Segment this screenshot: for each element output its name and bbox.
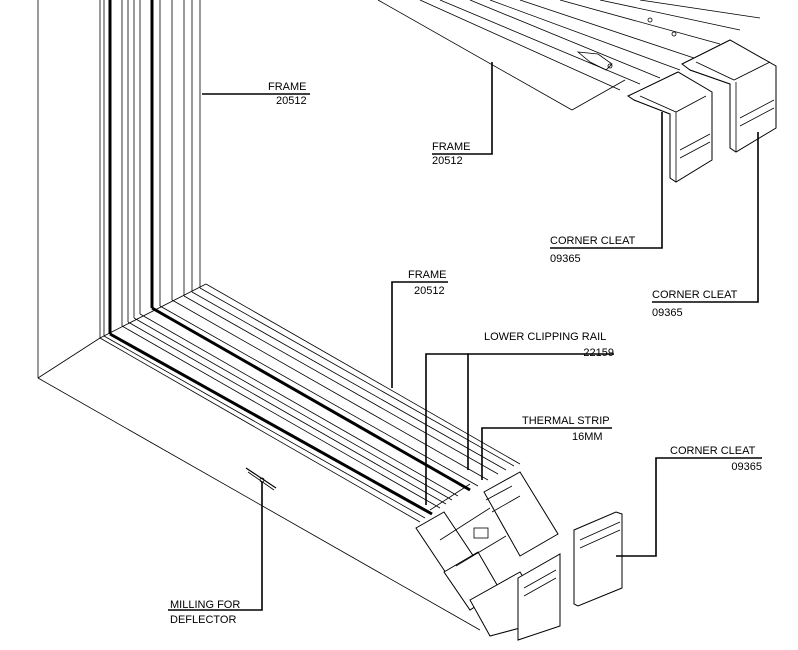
label-corner-cleat-1-code: 09365 (550, 253, 581, 265)
top-right-frame (377, 0, 761, 111)
label-milling-line2: DEFLECTOR (170, 614, 236, 626)
top-corner-cleat-b (681, 39, 777, 153)
milling-slot (245, 467, 277, 491)
label-thermal-strip-name: THERMAL STRIP (522, 415, 610, 427)
label-milling-line1: MILLING FOR (170, 599, 240, 611)
label-corner-cleat-3-name: CORNER CLEAT (670, 445, 756, 457)
left-vertical-frame (37, 0, 201, 378)
label-frame-mid: FRAME 20512 (408, 269, 447, 297)
label-frame-mid-name: FRAME (408, 269, 447, 281)
label-frame-left-name: FRAME (268, 81, 307, 93)
label-corner-cleat-3: CORNER CLEAT 09365 (670, 445, 762, 473)
label-corner-cleat-1: CORNER CLEAT 09365 (550, 235, 636, 265)
label-milling: MILLING FOR DEFLECTOR (170, 599, 240, 626)
label-corner-cleat-1-name: CORNER CLEAT (550, 235, 636, 247)
label-lower-clipping-rail-code: 22159 (583, 347, 614, 359)
label-thermal-strip: THERMAL STRIP 16MM (522, 415, 610, 443)
label-corner-cleat-3-code: 09365 (731, 461, 762, 473)
label-corner-cleat-2-code: 09365 (652, 307, 683, 319)
label-frame-top-code: 20512 (432, 155, 463, 167)
top-corner-cleat-a (626, 71, 713, 183)
leader-lines (168, 62, 762, 611)
bottom-end-profile (415, 471, 559, 637)
label-frame-left: FRAME 20512 (268, 81, 307, 107)
label-lower-clipping-rail: LOWER CLIPPING RAIL 22159 (484, 331, 614, 359)
label-frame-top-name: FRAME (432, 141, 471, 153)
label-corner-cleat-2: CORNER CLEAT 09365 (652, 289, 738, 319)
label-frame-top: FRAME 20512 (432, 141, 471, 167)
label-lower-clipping-rail-name: LOWER CLIPPING RAIL (484, 331, 606, 343)
bottom-diagonal-frame (37, 283, 521, 631)
label-thermal-strip-code: 16MM (572, 431, 603, 443)
label-frame-mid-code: 20512 (414, 285, 445, 297)
label-frame-left-code: 20512 (276, 95, 307, 107)
label-corner-cleat-2-name: CORNER CLEAT (652, 289, 738, 301)
bottom-corner-cleat (517, 511, 623, 641)
